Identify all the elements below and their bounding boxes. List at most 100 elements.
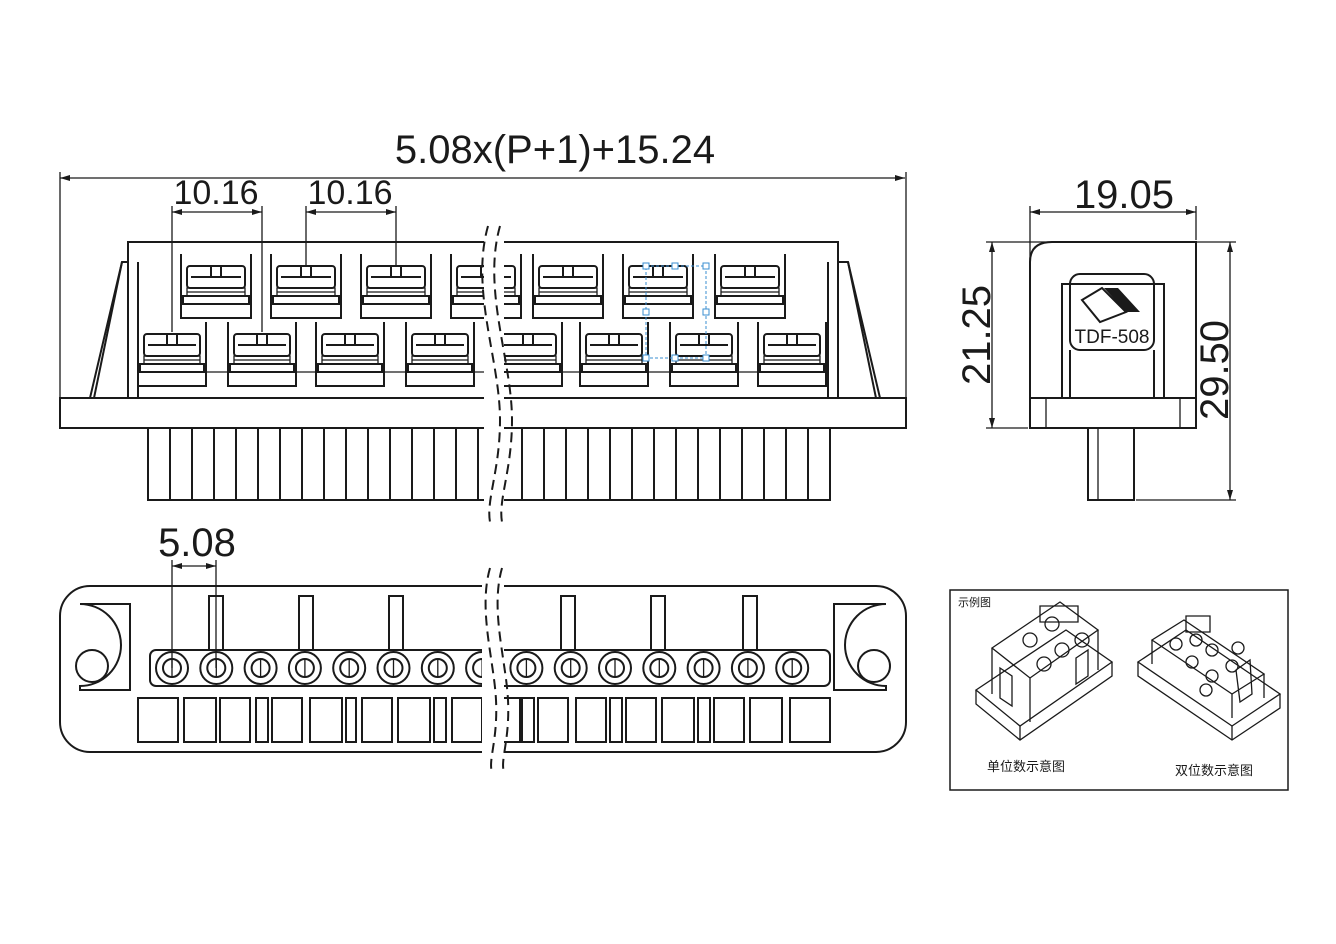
bottom-slot: [742, 595, 758, 651]
front-pin: [763, 427, 787, 501]
front-pin: [147, 427, 171, 501]
bottom-cell: [789, 697, 831, 743]
terminal-cell: [532, 254, 604, 319]
terminal-slot-notch: [522, 333, 534, 346]
bottom-hole-outer: [686, 651, 721, 685]
bottom-hole-inner: [737, 658, 758, 678]
bottom-cell: [625, 697, 657, 743]
front-pin: [697, 427, 721, 501]
bottom-hole-outer: [553, 651, 588, 685]
bottom-cell: [219, 697, 251, 743]
front-pin: [411, 427, 435, 501]
bottom-hole-inner: [383, 658, 404, 678]
bottom-cell: [575, 697, 607, 743]
terminal-cell: [757, 322, 827, 387]
bottom-cell: [345, 697, 357, 743]
terminal-base: [139, 363, 205, 373]
bottom-hole-outer: [420, 651, 455, 685]
front-pin: [191, 427, 215, 501]
front-pin: [367, 427, 391, 501]
bottom-hole-outer: [199, 651, 234, 685]
bottom-slot: [560, 595, 576, 651]
bottom-cell: [713, 697, 745, 743]
overall-length-dimension: 5.08x(P+1)+15.24: [395, 128, 715, 172]
front-pin: [609, 427, 633, 501]
front-pin: [587, 427, 611, 501]
terminal-slot-notch: [166, 333, 178, 346]
terminal-housing: [757, 322, 827, 387]
front-pin: [235, 427, 259, 501]
terminal-slot-notch: [434, 333, 446, 346]
bottom-hole-outer: [155, 651, 189, 685]
terminal-base: [581, 363, 647, 373]
front-pin: [719, 427, 743, 501]
example-panel: 示例图 单位数示意图: [949, 589, 1289, 791]
terminal-cell: [622, 254, 694, 319]
terminal-slot-notch: [390, 265, 402, 278]
bottom-pitch-dimension: 5.08: [158, 521, 236, 565]
terminal-base: [407, 363, 473, 373]
terminal-housing: [579, 322, 649, 387]
bottom-cell: [255, 697, 269, 743]
pitch-dimension-1: 10.16: [173, 174, 258, 212]
double-row-illustration: [1136, 615, 1282, 741]
example-title: 示例图: [958, 595, 991, 609]
bottom-slot: [650, 595, 666, 651]
bottom-hole-outer: [775, 651, 810, 685]
front-pin: [301, 427, 325, 501]
bottom-hole-outer: [376, 651, 411, 685]
terminal-housing: [714, 254, 786, 319]
front-pin: [345, 427, 369, 501]
terminal-cell: [270, 254, 342, 319]
front-pin: [631, 427, 655, 501]
bottom-hole-inner: [427, 658, 448, 678]
bottom-slot: [388, 595, 404, 651]
front-pin: [433, 427, 457, 501]
bottom-cells: [137, 697, 831, 743]
bottom-cell: [451, 697, 483, 743]
front-view: 5.08x(P+1)+15.24 10.16 10.16: [59, 128, 907, 523]
terminal-base: [229, 363, 295, 373]
terminal-slot-notch: [300, 265, 312, 278]
front-pin: [323, 427, 347, 501]
front-pin: [785, 427, 809, 501]
front-pin: [455, 427, 479, 501]
bottom-cell: [521, 697, 535, 743]
terminal-base: [182, 295, 250, 305]
terminal-housing: [227, 322, 297, 387]
terminal-base: [495, 363, 561, 373]
terminal-housing: [532, 254, 604, 319]
terminal-housing: [270, 254, 342, 319]
front-pin: [279, 427, 303, 501]
bottom-hole-inner: [206, 658, 227, 678]
bottom-cell: [537, 697, 569, 743]
front-pin: [389, 427, 413, 501]
terminal-housing: [669, 322, 739, 387]
terminal-slot-notch: [562, 265, 574, 278]
terminal-housing: [315, 322, 385, 387]
front-pin: [213, 427, 237, 501]
bottom-cell: [697, 697, 711, 743]
terminal-housing: [137, 322, 207, 387]
brand-logo-icon: [1080, 286, 1140, 324]
bottom-hole-outer: [509, 651, 544, 685]
terminal-base: [362, 295, 430, 305]
bottom-cell: [137, 697, 179, 743]
bottom-cell: [309, 697, 343, 743]
caption-single: 单位数示意图: [987, 759, 1065, 774]
bottom-hole-outer: [598, 651, 632, 685]
bottom-slot: [298, 595, 314, 651]
caption-double: 双位数示意图: [1175, 763, 1253, 778]
bottom-cell: [271, 697, 303, 743]
terminal-slot-notch: [698, 333, 710, 346]
front-pin: [565, 427, 589, 501]
front-pin: [521, 427, 545, 501]
bottom-cell: [661, 697, 695, 743]
front-pins: [147, 427, 831, 501]
front-pin: [653, 427, 677, 501]
pitch-dimension-2: 10.16: [307, 174, 392, 212]
front-pin: [741, 427, 765, 501]
side-body-height-dimension: 21.25: [955, 285, 999, 385]
terminal-cell: [180, 254, 252, 319]
bottom-hole-inner: [693, 658, 714, 678]
